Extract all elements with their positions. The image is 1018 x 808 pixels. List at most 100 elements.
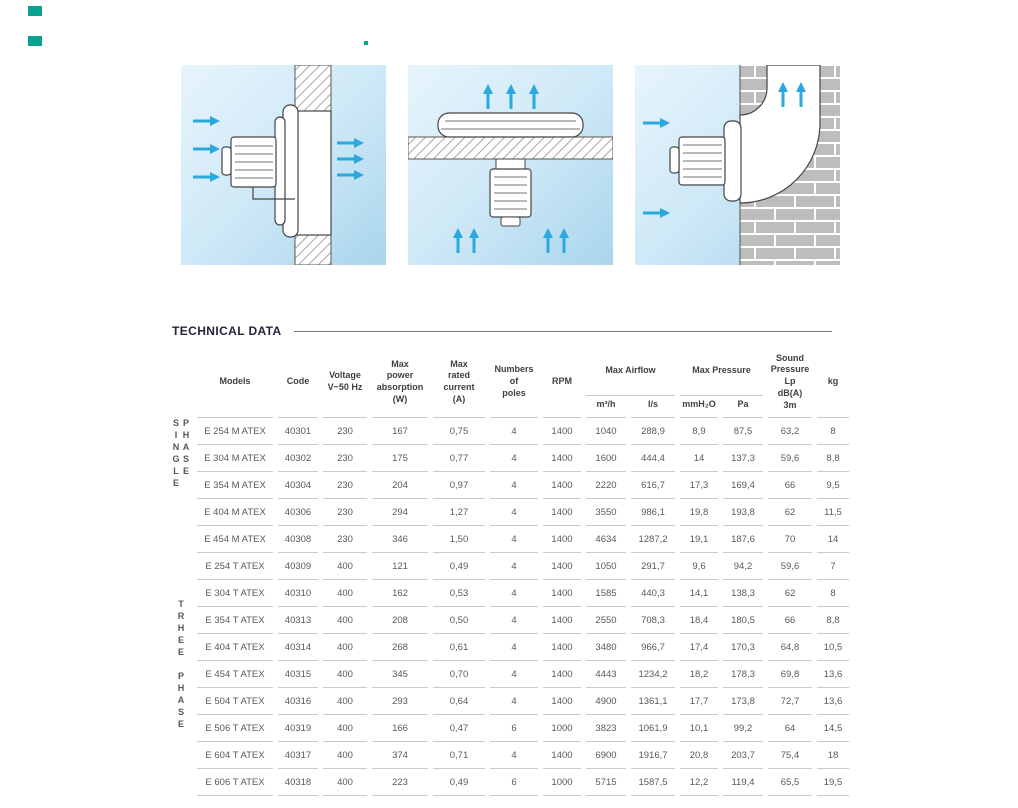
table-cell: 64,8 (768, 634, 813, 661)
table-cell: 0,47 (433, 715, 485, 742)
table-cell: 166 (372, 715, 428, 742)
table-cell: 230 (323, 472, 367, 499)
table-cell: 6900 (586, 742, 626, 769)
table-cell: 40316 (278, 688, 318, 715)
table-cell: 87,5 (723, 418, 764, 445)
table-cell: 4 (490, 634, 538, 661)
table-cell: 223 (372, 769, 428, 796)
table-cell: 66 (768, 607, 813, 634)
table-cell: 14 (680, 445, 718, 472)
table-cell: 1000 (543, 769, 581, 796)
table-cell: 8 (817, 418, 850, 445)
table-cell: E 254 M ATEX (197, 418, 273, 445)
table-cell: 8,8 (817, 607, 850, 634)
col-header-models: Models (197, 350, 273, 418)
table-cell: 167 (372, 418, 428, 445)
table-cell: 616,7 (631, 472, 675, 499)
table-cell: 1916,7 (631, 742, 675, 769)
table-cell: 203,7 (723, 742, 764, 769)
table-cell: 18,4 (680, 607, 718, 634)
table-cell: 1400 (543, 580, 581, 607)
table-cell: 4 (490, 661, 538, 688)
table-cell: 17,7 (680, 688, 718, 715)
roof-mounted-fan-diagram-icon (408, 65, 613, 265)
table-cell: 13,6 (817, 661, 850, 688)
table-cell: E 404 M ATEX (197, 499, 273, 526)
col-header-sound: Sound Pressure Lp dB(A) 3m (768, 350, 813, 418)
table-cell: 4 (490, 418, 538, 445)
table-cell: E 606 T ATEX (197, 769, 273, 796)
table-cell: 1400 (543, 634, 581, 661)
table-cell: 62 (768, 580, 813, 607)
table-cell: 708,3 (631, 607, 675, 634)
table-cell: 40304 (278, 472, 318, 499)
table-cell: 119,4 (723, 769, 764, 796)
table-cell: 17,3 (680, 472, 718, 499)
table-cell: 291,7 (631, 553, 675, 580)
table-cell: 137,3 (723, 445, 764, 472)
table-cell: 178,3 (723, 661, 764, 688)
table-cell: 0,77 (433, 445, 485, 472)
table-cell: 40308 (278, 526, 318, 553)
table-cell: 138,3 (723, 580, 764, 607)
table-cell: 6 (490, 769, 538, 796)
table-cell: 966,7 (631, 634, 675, 661)
table-cell: 17,4 (680, 634, 718, 661)
page-marker-icon (28, 36, 42, 46)
table-cell: 0,49 (433, 769, 485, 796)
col-header-pressure-pa: Pa (723, 396, 764, 418)
table-cell: 3480 (586, 634, 626, 661)
table-cell: 94,2 (723, 553, 764, 580)
group-label-single-phase: SINGLE PHASE (171, 418, 191, 490)
table-cell: 400 (323, 580, 367, 607)
fan-disc (437, 112, 584, 138)
table-cell: 40309 (278, 553, 318, 580)
table-cell: 3823 (586, 715, 626, 742)
table-cell: 0,49 (433, 553, 485, 580)
table-cell: 1400 (543, 526, 581, 553)
table-cell: E 454 T ATEX (197, 661, 273, 688)
table-cell: 1400 (543, 661, 581, 688)
col-header-voltage: Voltage V~50 Hz (323, 350, 367, 418)
col-header-rpm: RPM (543, 350, 581, 418)
table-cell: 0,61 (433, 634, 485, 661)
table-cell: 4900 (586, 688, 626, 715)
table-cell: 8,9 (680, 418, 718, 445)
table-cell: 1000 (543, 715, 581, 742)
table-cell: 1400 (543, 688, 581, 715)
table-cell: 1585 (586, 580, 626, 607)
table-cell: 4 (490, 607, 538, 634)
diagram-wall-mounted-fan (181, 65, 386, 265)
table-cell: 20,8 (680, 742, 718, 769)
motor-bracket (252, 187, 295, 200)
table-cell: 14,1 (680, 580, 718, 607)
table-cell: 400 (323, 688, 367, 715)
table-cell: 1040 (586, 418, 626, 445)
table-cell: 1,50 (433, 526, 485, 553)
table-cell: E 454 M ATEX (197, 526, 273, 553)
col-header-airflow-ls: l/s (631, 396, 675, 418)
section-title: TECHNICAL DATA (172, 324, 282, 338)
table-cell: E 254 T ATEX (197, 553, 273, 580)
table-cell: 400 (323, 661, 367, 688)
table-cell: 69,8 (768, 661, 813, 688)
table-cell: 5715 (586, 769, 626, 796)
table-cell: 40319 (278, 715, 318, 742)
table-cell: 1400 (543, 742, 581, 769)
table-cell: 4 (490, 580, 538, 607)
section-divider (293, 330, 832, 332)
table-cell: 4634 (586, 526, 626, 553)
table-cell: 121 (372, 553, 428, 580)
table-cell: 230 (323, 418, 367, 445)
table-cell: 440,3 (631, 580, 675, 607)
group-label-three-phase: TRHEE PHASE (176, 599, 186, 731)
table-cell: 400 (323, 742, 367, 769)
table-cell: 62 (768, 499, 813, 526)
table-cell: 1361,1 (631, 688, 675, 715)
